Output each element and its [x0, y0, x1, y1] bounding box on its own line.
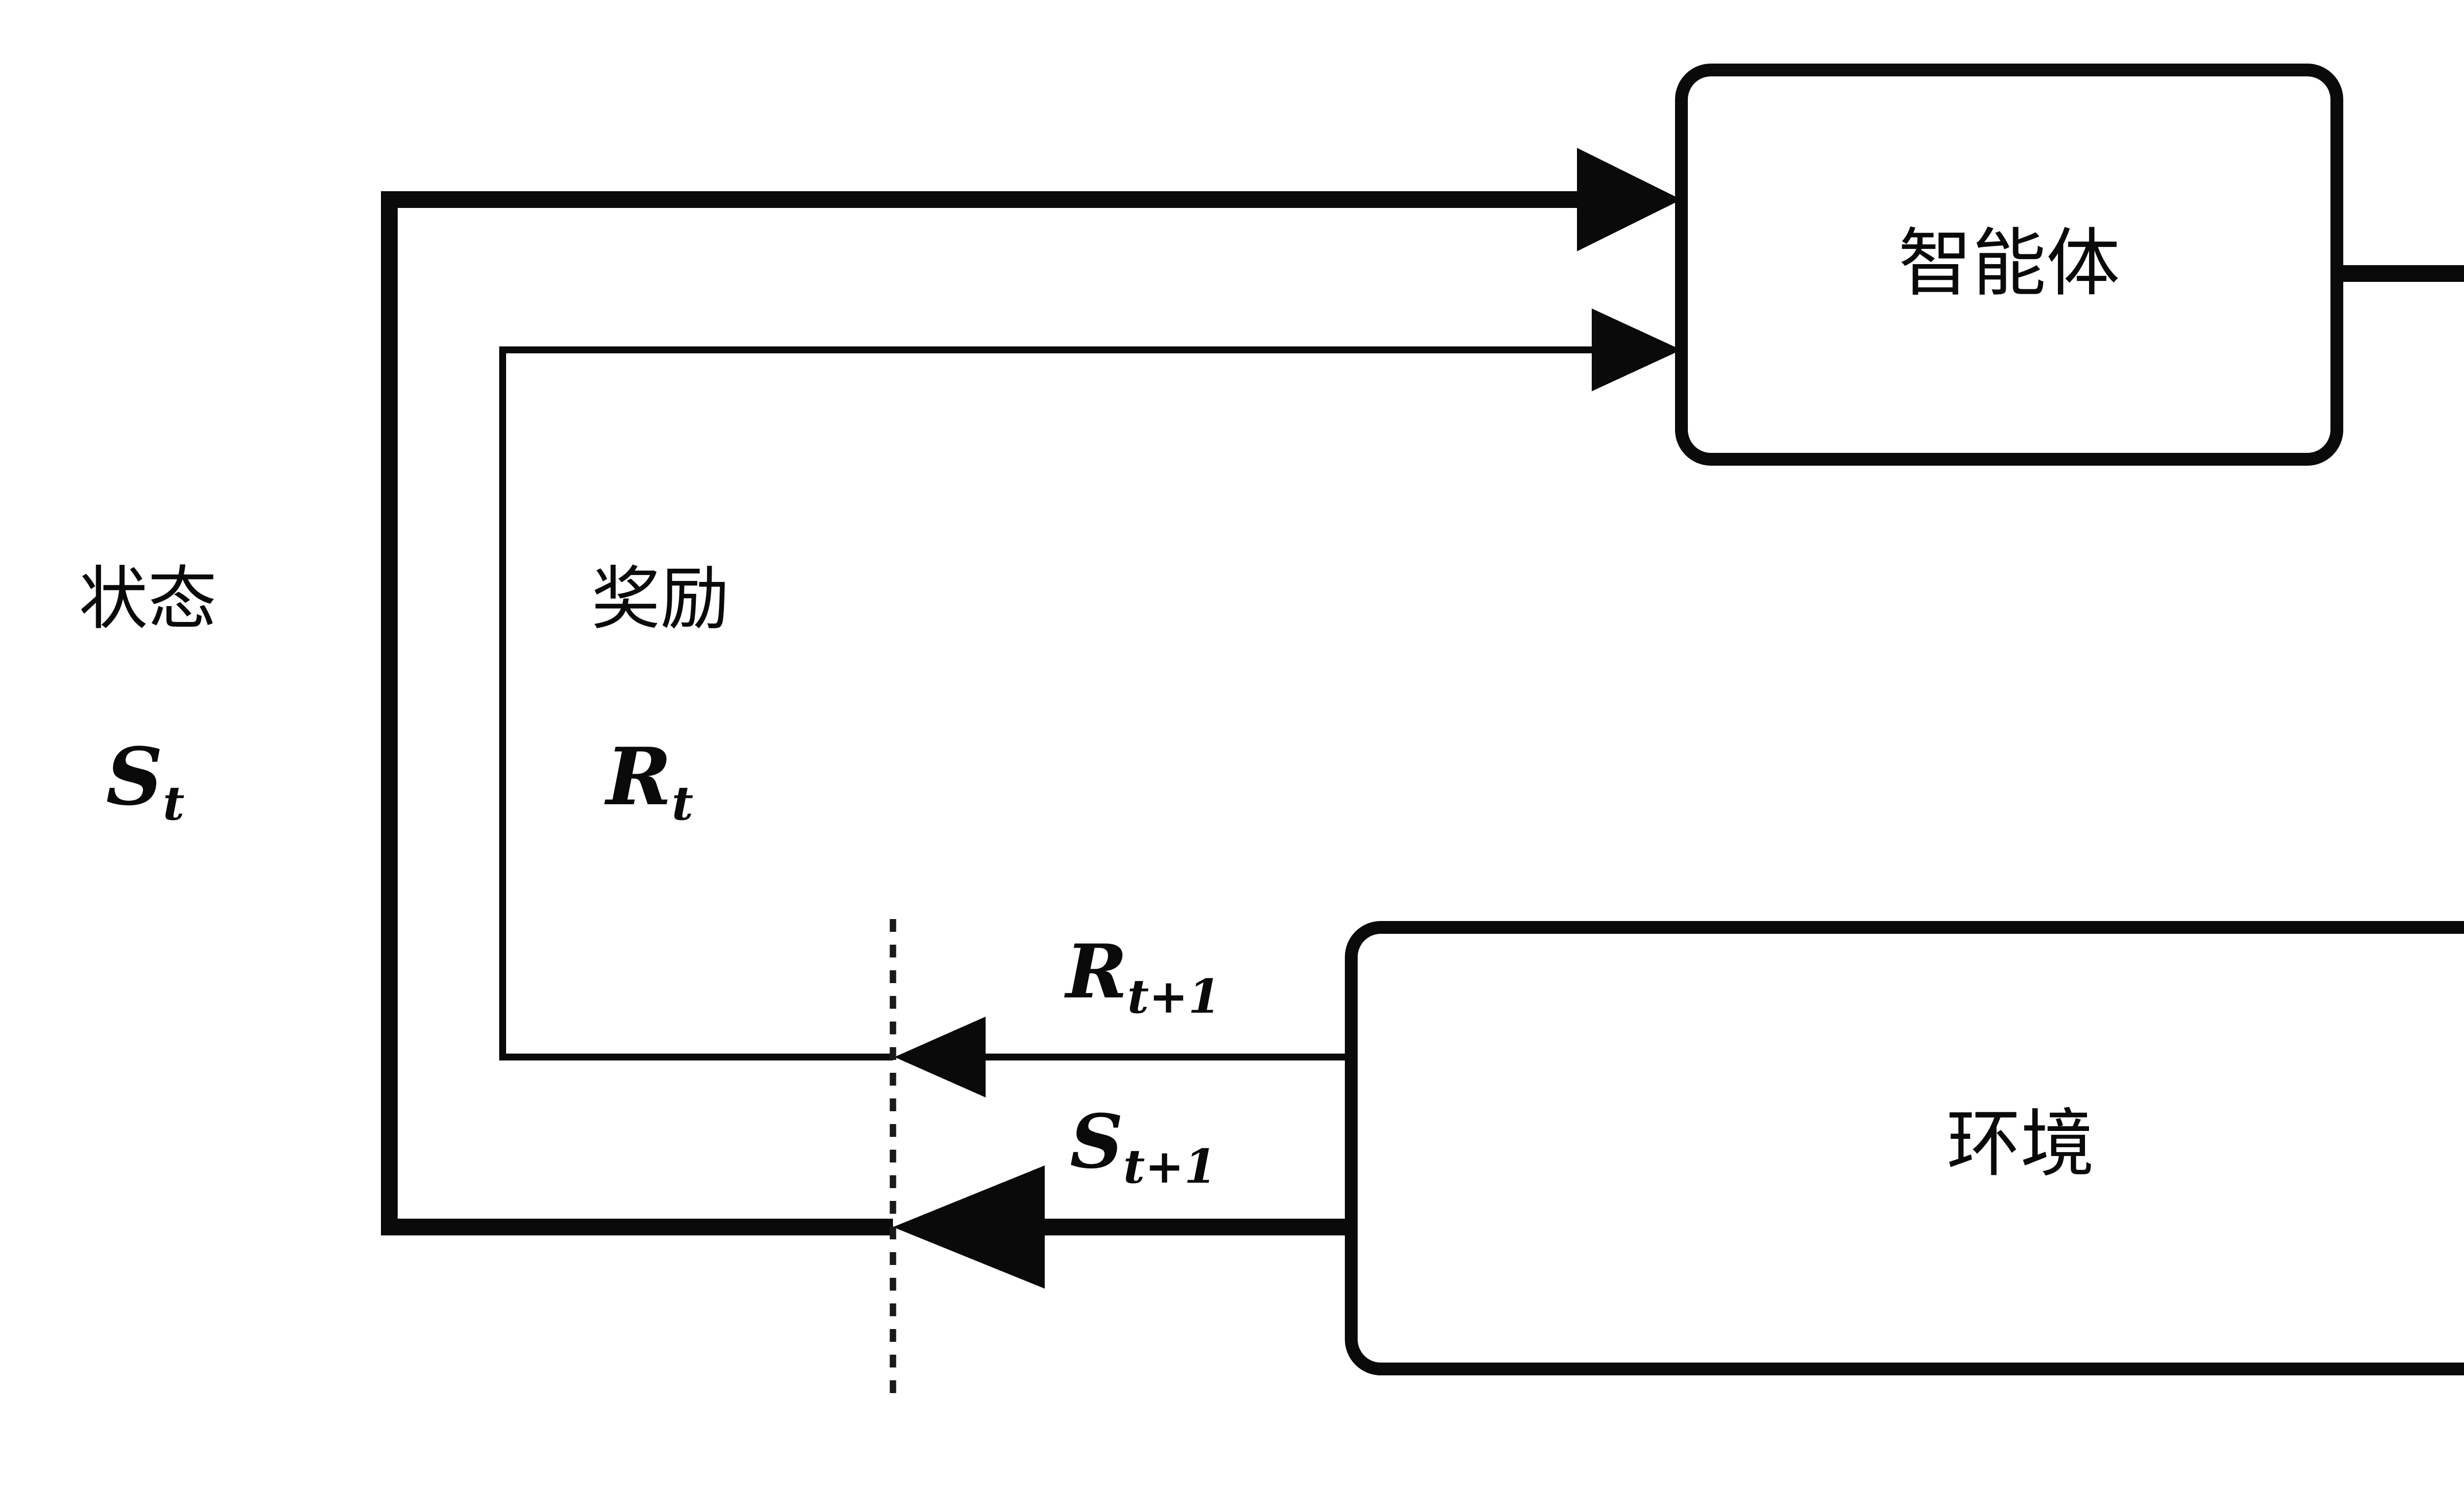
label-next-state: St+1 [1070, 1098, 1217, 1194]
next-state-symbol-group: St+1 [1070, 1098, 1217, 1194]
next-reward-symbol-group: Rt+1 [1064, 928, 1221, 1024]
edge-state-loop [381, 148, 1681, 1235]
agent-box-label: 智能体 [1898, 221, 2120, 307]
node-environment[interactable]: 环境 [1345, 921, 2464, 1375]
agent-box-shape[interactable] [1675, 64, 2343, 466]
state-loop-arrowhead [1577, 148, 1681, 251]
next-reward-subscript: t+1 [1128, 969, 1221, 1024]
state-subscript: t [163, 776, 185, 831]
reward-symbol-group: Rt [604, 730, 693, 831]
next-state-arrowhead [893, 1165, 1045, 1289]
label-state: 状态 St [79, 559, 217, 831]
edge-reward-loop [499, 308, 1681, 1060]
label-next-reward: Rt+1 [1064, 928, 1221, 1024]
state-symbol: S [106, 730, 163, 823]
next-state-subscript: t+1 [1123, 1139, 1217, 1194]
reward-label-cjk: 奖励 [591, 559, 729, 640]
state-loop-path [381, 191, 1626, 1235]
environment-box-shape[interactable] [1345, 921, 2464, 1375]
reward-symbol: R [604, 730, 672, 823]
state-label-cjk: 状态 [79, 559, 217, 640]
reward-subscript: t [672, 776, 693, 831]
next-reward-arrowhead [894, 1017, 986, 1097]
reward-loop-path [499, 346, 1592, 1060]
environment-box-label: 环境 [1947, 1101, 2094, 1187]
label-reward: 奖励 Rt [591, 559, 729, 831]
next-state-symbol: S [1070, 1098, 1123, 1185]
node-agent[interactable]: 智能体 [1675, 64, 2343, 466]
state-symbol-group: St [106, 730, 184, 831]
reward-loop-arrowhead [1592, 308, 1681, 391]
edge-next-state [893, 1165, 1351, 1289]
next-reward-symbol: R [1064, 928, 1128, 1015]
edge-next-reward [894, 1017, 1351, 1097]
